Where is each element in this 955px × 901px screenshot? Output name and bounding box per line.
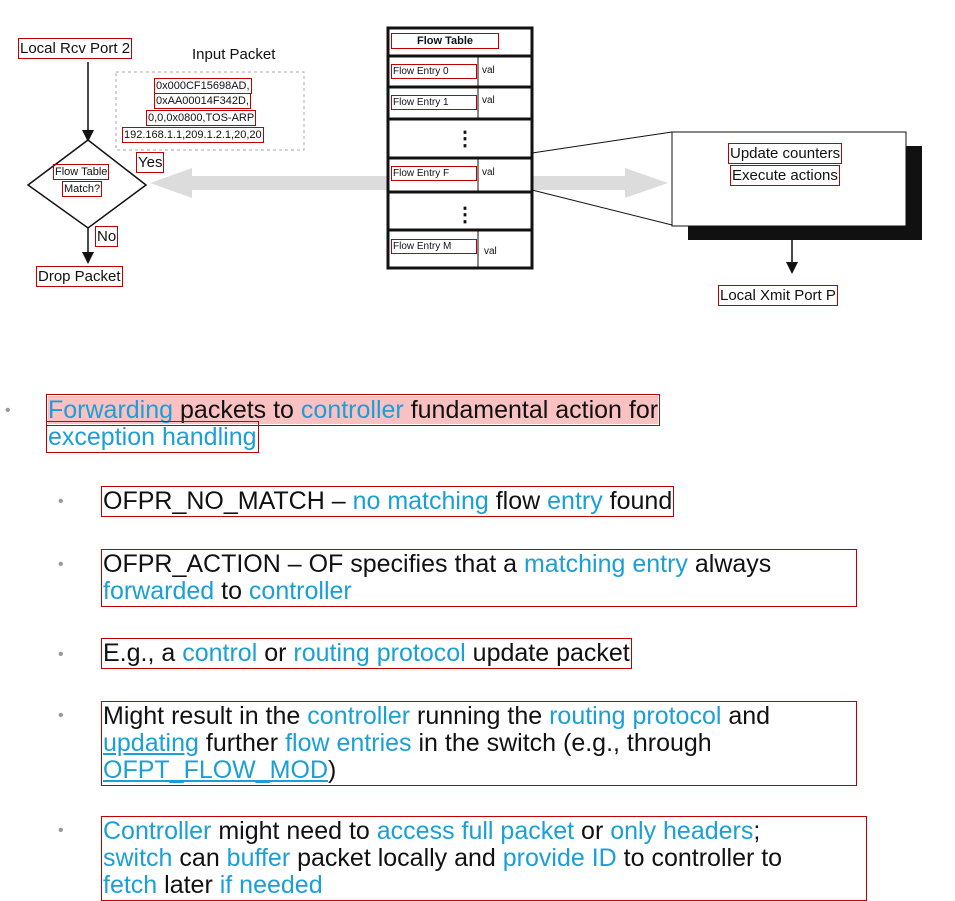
action-box <box>671 131 907 227</box>
flow-diagram <box>26 26 922 274</box>
bullet-1-line-1: Forwarding packets to controller fundame… <box>45 394 661 426</box>
flow-entry-0: Flow Entry 0 <box>391 64 477 79</box>
bullet-dot-5: • <box>58 707 64 724</box>
bullet-1-line-2: exception handling <box>46 421 259 453</box>
no-arrowhead <box>82 252 94 264</box>
yes-label: Yes <box>135 152 165 173</box>
bullet-3: OFPR_ACTION – OF specifies that a matchi… <box>101 549 857 607</box>
bullet-4: E.g., a control or routing protocol upda… <box>101 638 632 669</box>
dots-1: ⋮ <box>455 128 475 150</box>
bullet-dot-3: • <box>58 556 64 573</box>
zoom-line-top <box>531 131 673 154</box>
flow-entry-m: Flow Entry M <box>391 239 477 254</box>
packet-field-1: 0x000CF15698AD, <box>154 78 252 94</box>
rcv-arrowhead <box>82 130 94 142</box>
bullet-dot-2: • <box>58 493 64 510</box>
flow-entry-1: Flow Entry 1 <box>391 95 477 110</box>
bullet-6: Controller might need to access full pac… <box>101 816 867 901</box>
flow-entry-f-val: val <box>482 167 495 178</box>
xmit-arrowhead <box>786 262 798 274</box>
flow-table-frame <box>386 26 534 270</box>
flow-entry-1-val: val <box>482 95 495 106</box>
packet-field-4: 192.168.1.1,209.1.2.1,20,20 <box>122 127 264 143</box>
bullet-dot-4: • <box>58 646 64 663</box>
match-label: Match? <box>61 181 103 197</box>
text-forwarding: Forwarding <box>48 396 174 424</box>
packet-field-2: 0xAA00014F342D, <box>154 93 251 109</box>
bullet-dot-1: • <box>5 402 11 419</box>
zoom-line-bottom <box>531 189 673 226</box>
bullet-5: Might result in the controller running t… <box>101 701 857 786</box>
bullet-1: Forwarding packets to controller fundame… <box>45 394 928 453</box>
bullet-dot-6: • <box>58 822 64 839</box>
input-packet-label: Input Packet <box>192 46 276 63</box>
local-xmit-label: Local Xmit Port P <box>718 285 838 306</box>
packet-box <box>115 71 305 151</box>
bullet-2: OFPR_NO_MATCH – no matching flow entry f… <box>100 486 675 517</box>
no-label: No <box>94 226 119 247</box>
flow-table-match-label: Flow Table <box>52 164 110 180</box>
local-rcv-label: Local Rcv Port 2 <box>17 38 133 59</box>
execute-actions-label: Execute actions <box>730 165 840 186</box>
flow-entry-m-val: val <box>484 246 497 257</box>
drop-packet-label: Drop Packet <box>36 266 123 287</box>
dots-2: ⋮ <box>455 204 475 226</box>
flow-table-title: Flow Table <box>391 33 499 49</box>
flow-entry-f: Flow Entry F <box>391 166 477 181</box>
packet-field-3: 0,0,0x0800,TOS-ARP <box>145 110 257 126</box>
update-counters-label: Update counters <box>727 143 843 164</box>
flow-entry-0-val: val <box>482 65 495 76</box>
